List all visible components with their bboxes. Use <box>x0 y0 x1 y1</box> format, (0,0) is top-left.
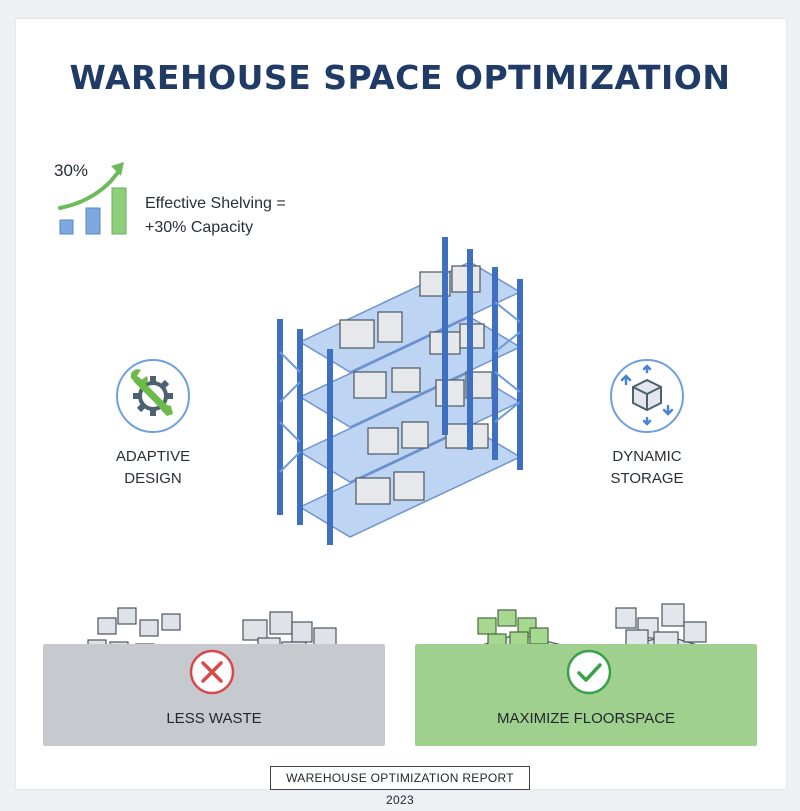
maximize-floorspace-label: MAXIMIZE FLOORSPACE <box>496 710 676 727</box>
page-title: WAREHOUSE SPACE OPTIMIZATION <box>69 58 731 97</box>
stat-caption-line1: Effective Shelving = <box>145 195 286 212</box>
feature-adaptive-design-line2: DESIGN <box>124 470 182 487</box>
feature-adaptive-design: ADAPTIVE DESIGN <box>83 446 223 490</box>
report-footer: WAREHOUSE OPTIMIZATION REPORT 2023 <box>270 766 530 807</box>
maximize-floorspace-panel: MAXIMIZE FLOORSPACE <box>415 644 757 746</box>
less-waste-label: LESS WASTE <box>166 710 262 727</box>
box-arrows-icon <box>609 358 685 439</box>
feature-dynamic-storage-line1: DYNAMIC <box>612 448 682 465</box>
less-waste-panel: LESS WASTE <box>43 644 385 746</box>
feature-dynamic-storage: DYNAMIC STORAGE <box>577 446 717 490</box>
growth-bar-chart-icon: 30% <box>50 152 140 247</box>
feature-dynamic-storage-line2: STORAGE <box>610 470 684 487</box>
stat-caption-line2: +30% Capacity <box>145 219 254 236</box>
cross-icon <box>188 648 236 701</box>
feature-adaptive-design-line1: ADAPTIVE <box>115 448 191 465</box>
stat-caption: Effective Shelving = +30% Capacity <box>145 192 286 240</box>
check-icon <box>565 648 613 701</box>
shelving-rack-illustration <box>270 232 530 552</box>
stat-percent: 30% <box>54 161 88 180</box>
wrench-gear-icon <box>115 358 191 439</box>
